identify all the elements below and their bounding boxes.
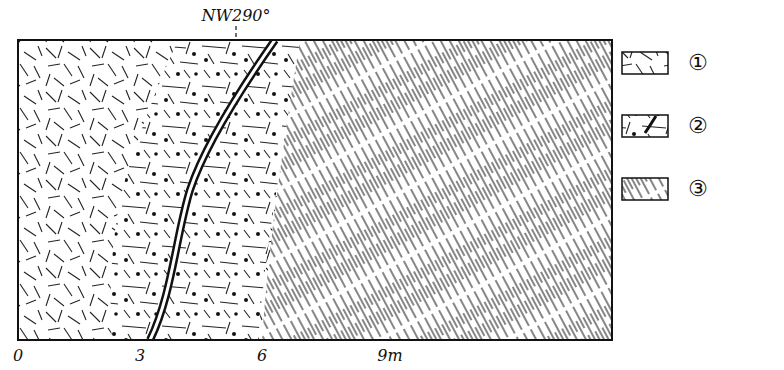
legend-number: ② [686, 114, 710, 138]
section-frame [18, 40, 612, 340]
fault-gap [150, 40, 275, 340]
scale-number: 3 [133, 347, 147, 365]
legend-fault-sample [645, 116, 656, 133]
schist-zone [262, 40, 612, 340]
schist-ground [262, 40, 612, 340]
legend-number: ③ [686, 177, 710, 201]
orientation-label: NW290° [200, 7, 273, 25]
legend-swatch [622, 52, 668, 74]
scale-number: 9m [375, 347, 404, 365]
legend-swatches [622, 52, 668, 200]
scale-number: 0 [11, 347, 25, 365]
strike-marker [235, 26, 236, 40]
legend-swatch [622, 115, 668, 137]
granite-zone [18, 40, 612, 340]
legend-number: ① [686, 51, 710, 75]
fault-line [150, 40, 275, 340]
scale-number: 6 [255, 347, 269, 365]
legend-swatch [622, 178, 668, 200]
